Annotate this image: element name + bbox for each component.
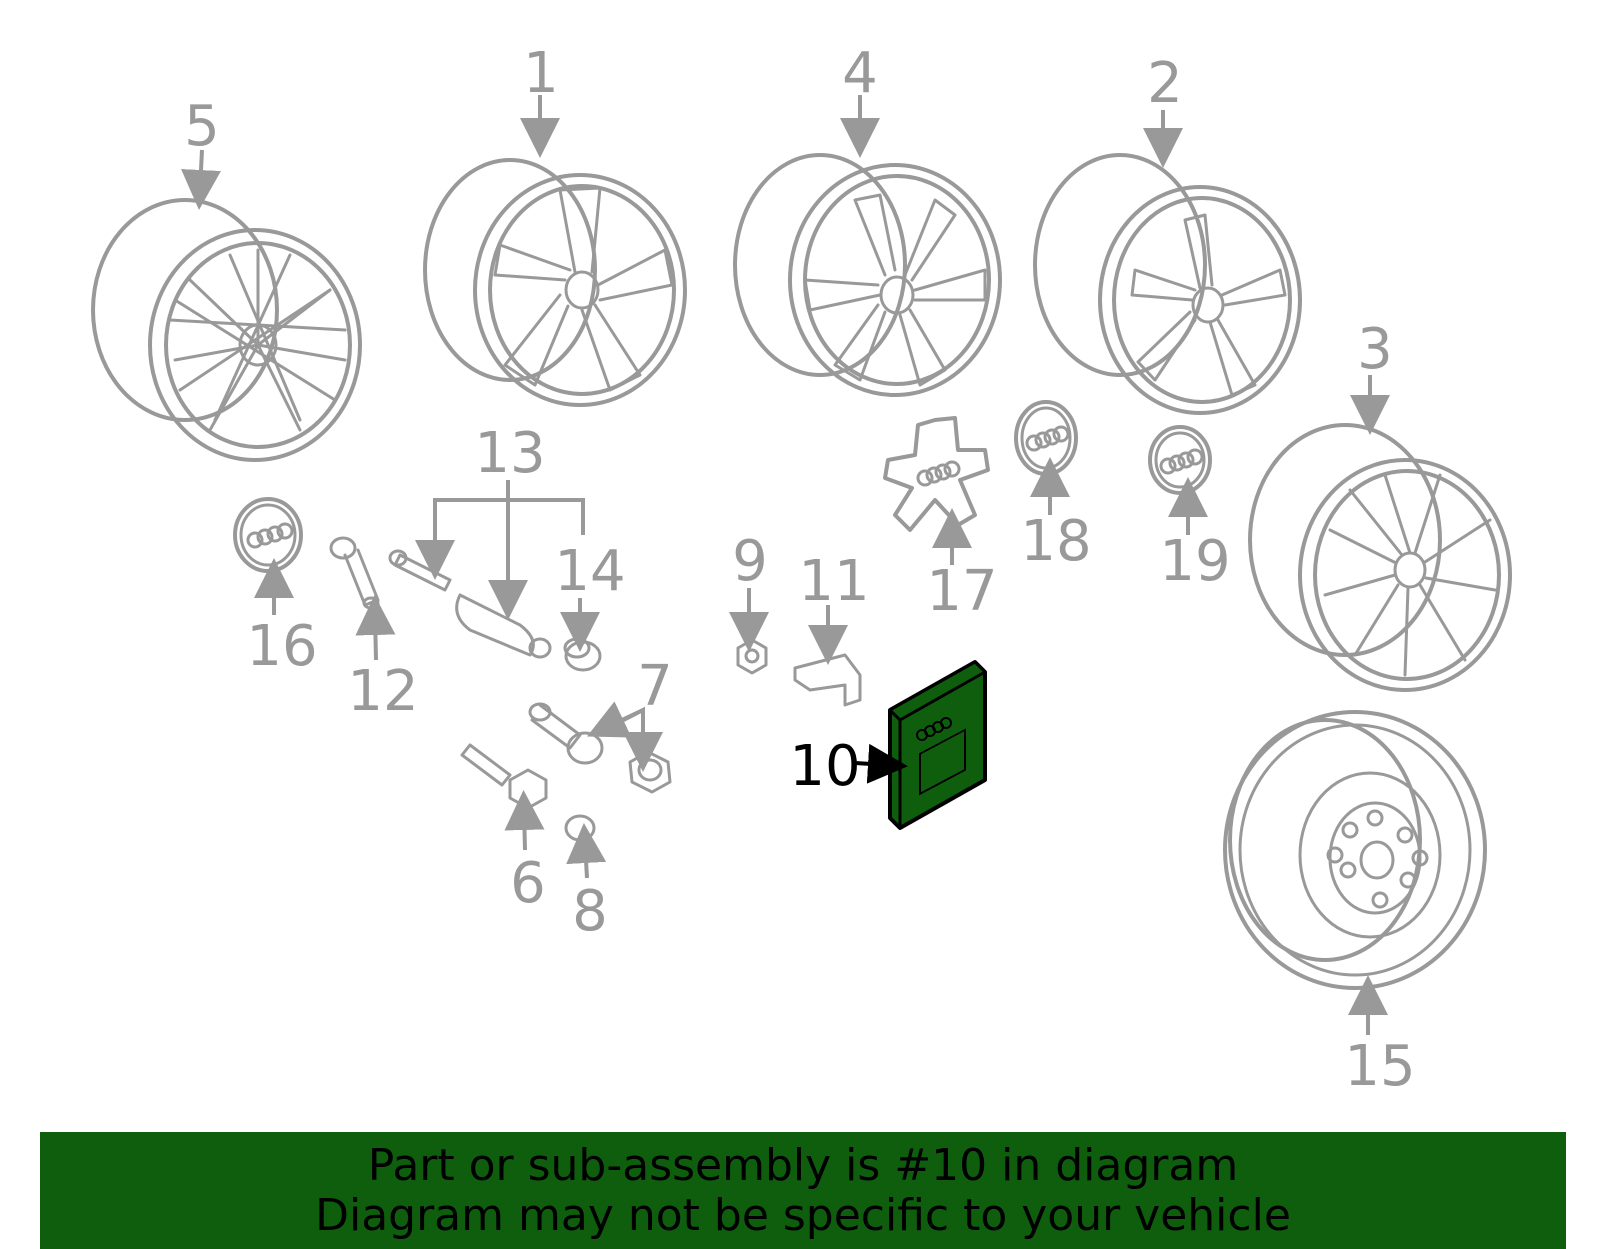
callout-labels: 5 1 4 2 3 13 14 9 11 17 18 19 16 12 7 10… — [184, 41, 1415, 1099]
callout-18[interactable]: 18 — [1020, 509, 1091, 574]
center-cap-16 — [233, 497, 303, 573]
callout-12[interactable]: 12 — [347, 659, 418, 724]
tpms-sensor-13 — [388, 549, 552, 659]
callout-3[interactable]: 3 — [1357, 317, 1393, 382]
clip-11 — [793, 653, 862, 707]
callout-14[interactable]: 14 — [554, 539, 625, 604]
callout-2[interactable]: 2 — [1147, 51, 1183, 116]
center-cap-19 — [1148, 425, 1212, 495]
part-10-highlighted — [888, 660, 987, 830]
leader-lines — [181, 95, 1390, 1035]
callout-19[interactable]: 19 — [1159, 529, 1230, 594]
valve-stem-7 — [528, 702, 604, 765]
banner-line-part: Part or sub-assembly is #10 in diagram — [367, 1139, 1239, 1191]
center-cap-18 — [1014, 400, 1078, 476]
callout-7[interactable]: 7 — [637, 654, 673, 719]
valve-nut-7 — [628, 750, 672, 794]
callout-5[interactable]: 5 — [184, 94, 220, 159]
wheel-5 — [91, 198, 362, 462]
callout-17[interactable]: 17 — [926, 559, 997, 624]
callout-11[interactable]: 11 — [798, 549, 869, 614]
valve-stem-12 — [329, 536, 380, 610]
wheel-3 — [1248, 423, 1512, 692]
lug-bolt-6 — [460, 743, 548, 810]
valve-cap-14 — [563, 637, 602, 672]
wheel-15-spare — [1223, 710, 1487, 990]
callout-8[interactable]: 8 — [572, 879, 608, 944]
wheel-4 — [733, 153, 1002, 397]
nut-9 — [736, 638, 768, 675]
callout-15[interactable]: 15 — [1344, 1034, 1415, 1099]
callout-6[interactable]: 6 — [510, 851, 546, 916]
wheel-1 — [423, 158, 687, 407]
banner-line-disclaimer: Diagram may not be specific to your vehi… — [315, 1189, 1291, 1241]
callout-4[interactable]: 4 — [842, 41, 878, 106]
callout-10[interactable]: 10 — [789, 734, 860, 799]
wheel-2 — [1033, 153, 1302, 415]
center-cap-17-star — [883, 416, 990, 532]
info-banner: Part or sub-assembly is #10 in diagram D… — [40, 1132, 1566, 1249]
callout-9[interactable]: 9 — [732, 529, 768, 594]
callout-16[interactable]: 16 — [246, 614, 317, 679]
callout-13[interactable]: 13 — [474, 421, 545, 486]
callout-1[interactable]: 1 — [523, 41, 559, 106]
cap-8 — [564, 814, 596, 842]
